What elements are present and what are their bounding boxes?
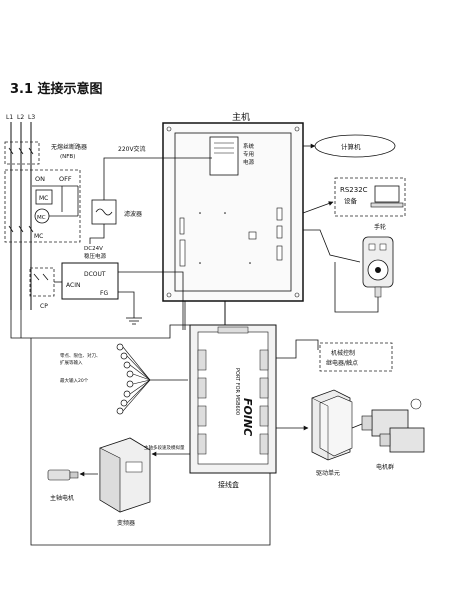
psu-label-2: 专用	[243, 150, 254, 158]
device-label: 设备	[344, 196, 358, 205]
motor-group: 电机群	[351, 398, 425, 471]
three-phase-supply: L1 L2 L3	[6, 114, 35, 310]
mc-contact-label: MC	[37, 215, 46, 221]
dc24v-supply: DC24V 稳压电源 DCOUT ACIN FG	[61, 246, 184, 330]
io-note-1: 零点、限位、对刀、	[60, 352, 101, 359]
cp-label: CP	[40, 303, 48, 310]
main-host-label: 主机	[232, 111, 250, 123]
cp-breaker: CP	[29, 267, 62, 310]
dc24v-label: DC24V	[84, 246, 103, 252]
psu-label-3: 电源	[243, 158, 255, 166]
inverter: 变频器 主轴多段速及模拟量	[99, 437, 190, 527]
io-note-2: 扩展等输入	[60, 359, 83, 366]
power-loop	[10, 310, 271, 546]
phase-l3: L3	[28, 114, 35, 121]
off-label: OFF	[59, 175, 72, 183]
phase-l2: L2	[17, 114, 24, 121]
motor-group-label: 电机群	[376, 463, 394, 471]
phase-l1: L1	[6, 114, 13, 121]
filter-label: 滤波器	[124, 210, 142, 218]
input-sensors: 零点、限位、对刀、 扩展等输入 最大输入20个	[60, 343, 188, 415]
nfb-label: 无熔丝断路器	[51, 143, 87, 151]
junction-box-label: 接线盒	[218, 480, 239, 489]
brand-logo: FOINC	[241, 398, 254, 436]
fg-label: FG	[100, 290, 108, 297]
magnetic-contactor-circuit: ON OFF MC MC MC	[4, 169, 81, 243]
mc-label: MC	[34, 233, 43, 240]
computer-label: 计算机	[341, 142, 361, 151]
ac220-feed: 220V交流 滤波器	[89, 145, 212, 244]
spindle-motor: 主轴电机	[47, 469, 98, 502]
acin-label: ACIN	[66, 282, 80, 289]
handwheel-label: 手轮	[374, 223, 386, 231]
ac220-label: 220V交流	[118, 145, 146, 153]
io-note-3: 最大输入20个	[60, 377, 89, 384]
computer: 计算机	[303, 134, 396, 158]
spindle-signal-label: 主轴多段速及模拟量	[144, 444, 185, 451]
relay-contacts: 机械控制 继电器/触点	[276, 339, 393, 372]
relay-label-1: 机械控制	[331, 349, 355, 357]
regulated-label: 稳压电源	[84, 252, 107, 260]
dcout-label: DCOUT	[84, 271, 106, 278]
spindle-motor-label: 主轴电机	[50, 494, 74, 502]
drive-unit-label: 驱动单元	[316, 469, 340, 477]
relay-label-2: 继电器/触点	[326, 359, 358, 367]
nfb-sub-label: (NFB)	[60, 154, 75, 160]
on-label: ON	[35, 175, 45, 183]
drive-units: 驱动单元	[276, 389, 353, 477]
inverter-label: 变频器	[117, 519, 135, 527]
junction-box: PORT FOR MSB600 FOINC 接线盒	[189, 324, 277, 489]
board-text: PORT FOR MSB600	[234, 368, 240, 415]
rs232c-device: RS232C 设备	[302, 177, 406, 217]
handwheel: 手轮	[303, 223, 394, 313]
nfb-breaker: 无熔丝断路器 (NFB)	[4, 141, 87, 165]
mount-screws	[166, 126, 300, 298]
page-title: 3.1 连接示意图	[10, 82, 103, 97]
rs232c-label: RS232C	[340, 186, 368, 194]
system-power-supply: 系统 专用 电源	[209, 136, 255, 176]
mc-coil-label: MC	[39, 195, 48, 202]
psu-label-1: 系统	[243, 142, 255, 150]
main-host: 主机 系统 专用 电源	[162, 111, 304, 302]
